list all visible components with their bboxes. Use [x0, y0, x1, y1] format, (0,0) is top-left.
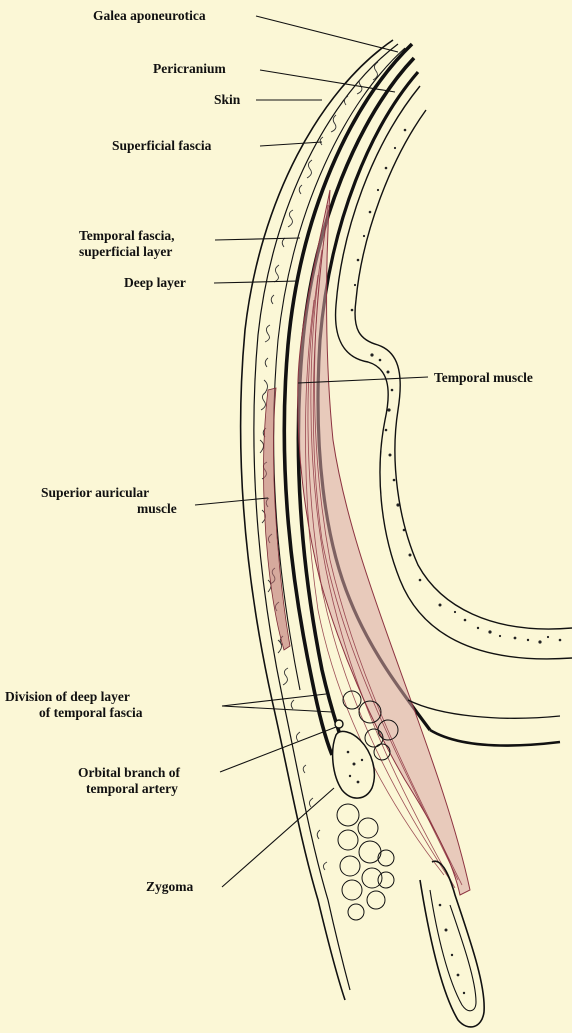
leader-galea	[256, 16, 398, 52]
label-division-line2: of temporal fascia	[39, 705, 143, 720]
label-orbital-line2: temporal artery	[86, 781, 178, 796]
leader-temporal-fascia	[215, 238, 300, 240]
leader-deep-layer	[214, 281, 298, 283]
orbital-branch-artery	[335, 720, 343, 728]
skull-diploe-dots	[351, 129, 562, 644]
section-drawing	[241, 40, 572, 1027]
leader-division-1	[222, 694, 326, 706]
label-temporal-muscle: Temporal muscle	[434, 370, 533, 385]
label-temporal-fascia-line1: Temporal fascia,	[79, 228, 175, 243]
label-superficial-fascia: Superficial fascia	[112, 138, 212, 153]
coronoid-dots	[439, 904, 465, 995]
label-deep-layer: Deep layer	[124, 275, 186, 290]
temporal-muscle	[298, 190, 470, 895]
leader-zygoma	[222, 788, 334, 887]
coronoid-process-inner	[430, 890, 476, 1011]
label-superior-auricular-line1: Superior auricular	[41, 485, 149, 500]
label-temporal-fascia-line2: superficial layer	[79, 244, 172, 259]
leader-orbital	[220, 727, 336, 772]
label-zygoma: Zygoma	[146, 879, 194, 894]
leader-superior-auricular	[195, 498, 268, 505]
deep-fascia-lower-line	[430, 730, 560, 746]
leader-superficial-fascia	[260, 142, 322, 146]
label-superior-auricular-line2: muscle	[137, 501, 177, 516]
label-orbital-line1: Orbital branch of	[78, 765, 181, 780]
label-pericranium: Pericranium	[153, 61, 226, 76]
label-division-line1: Division of deep layer	[5, 689, 130, 704]
coronoid-process	[420, 861, 484, 1027]
leader-division-2	[222, 706, 332, 712]
label-galea-aponeurotica: Galea aponeurotica	[93, 8, 206, 23]
temporal-fascia-lower-line	[408, 700, 560, 718]
label-skin: Skin	[214, 92, 241, 107]
